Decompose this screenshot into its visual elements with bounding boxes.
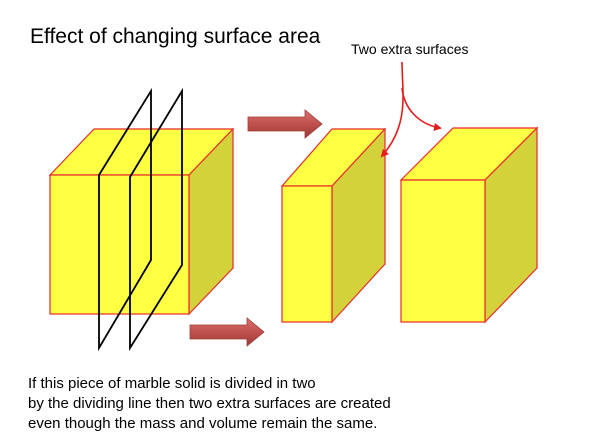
cutting-plane-inner xyxy=(98,87,152,352)
whole-block xyxy=(48,127,235,316)
callout-arrow-left xyxy=(380,61,404,158)
callout-label: Two extra surfaces xyxy=(351,41,469,57)
shift-arrow-lower xyxy=(189,317,265,347)
whole-block-front-face xyxy=(49,174,190,315)
caption-line: If this piece of marble solid is divided… xyxy=(28,375,316,392)
caption-line: even though the mass and volume remain t… xyxy=(28,415,378,432)
left-half-front-face xyxy=(281,185,333,323)
caption-line: by the dividing line then two extra surf… xyxy=(28,395,391,412)
caption: If this piece of marble solid is divided… xyxy=(28,374,391,434)
right-half-block xyxy=(399,126,539,324)
shift-arrow-upper xyxy=(247,109,323,139)
cutting-plane xyxy=(129,87,183,352)
callout-arrow-right xyxy=(401,87,442,131)
left-half-block xyxy=(280,127,387,324)
right-half-new-surface xyxy=(400,179,486,323)
slide-title: Effect of changing surface area xyxy=(30,25,321,48)
